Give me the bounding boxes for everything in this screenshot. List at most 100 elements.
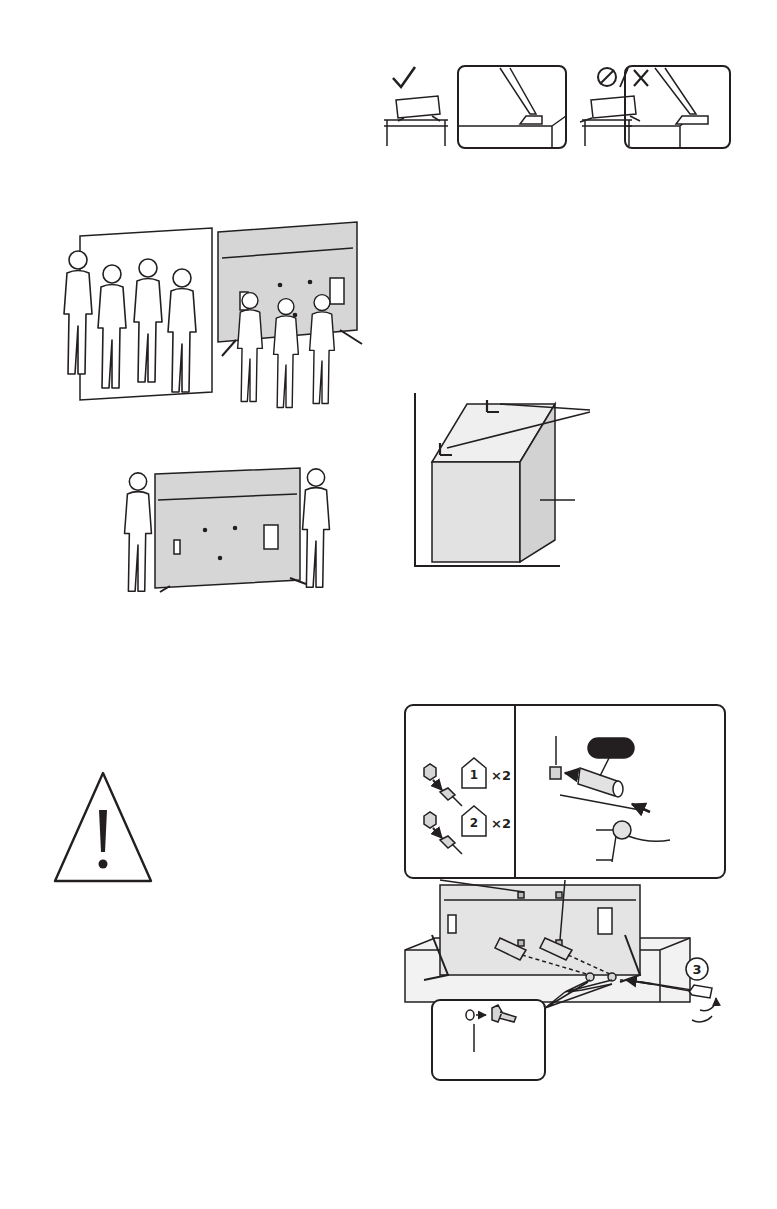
carry-large-tv [330, 278, 344, 304]
anchoring-parts [555, 736, 557, 765]
carry-tv-two-people [160, 578, 306, 592]
carry-large-tv [278, 283, 281, 286]
carry-tv-two-people [174, 540, 180, 554]
anchoring-parts [440, 788, 462, 806]
cabinet-wall-anchor [447, 404, 590, 448]
tv-on-cabinet [518, 892, 524, 898]
cabinet-wall-anchor [432, 462, 520, 562]
anchoring-parts [424, 764, 436, 780]
carry-tv-two-people [234, 527, 237, 530]
carry-large-tv [168, 269, 196, 392]
carry-large-tv [134, 259, 162, 382]
quantity-label: ×2 [491, 817, 511, 830]
tv-on-cabinet [608, 973, 616, 981]
incorrect-placement [580, 66, 730, 148]
carry-large-tv [238, 293, 263, 402]
correct-placement [458, 116, 566, 148]
correct-placement [384, 66, 566, 148]
correct-placement [458, 66, 566, 148]
tv-on-cabinet [440, 880, 565, 940]
correct-placement [393, 67, 415, 87]
quantity-label: ×2 [491, 769, 511, 782]
screw-detail [432, 1000, 545, 1080]
step-circle [686, 958, 708, 980]
tv-on-cabinet [444, 899, 636, 901]
screw-detail [545, 982, 612, 1008]
screw-detail [432, 982, 612, 1080]
cabinet-wall-anchor [415, 393, 590, 566]
tv-on-cabinet [522, 955, 612, 975]
anchoring-parts [613, 781, 623, 797]
anchoring-parts [560, 795, 640, 810]
warning-symbol [99, 810, 107, 852]
anchoring-parts [405, 705, 725, 878]
correct-placement [384, 120, 448, 146]
tv-on-cabinet [518, 940, 524, 946]
correct-placement [520, 116, 542, 124]
part-number: 1 [470, 769, 478, 781]
anchoring-parts [565, 773, 578, 775]
anchoring-parts [612, 836, 670, 862]
tv-on-cabinet [626, 980, 652, 984]
cabinet-wall-anchor [440, 443, 452, 455]
cabinet-wall-anchor [487, 400, 499, 412]
tv-on-cabinet [556, 892, 562, 898]
warning-symbol [55, 773, 151, 881]
carry-tv-two-people [204, 529, 207, 532]
incorrect-placement [625, 66, 730, 148]
correct-placement [398, 116, 440, 121]
carry-large-tv [222, 248, 353, 258]
incorrect-placement [598, 68, 616, 86]
carry-tv-two-people [303, 469, 330, 587]
tv-on-cabinet [440, 885, 640, 975]
carry-large-tv [64, 222, 362, 407]
carry-large-tv [293, 313, 296, 316]
anchoring-parts [433, 780, 442, 790]
tv-on-cabinet [495, 938, 572, 960]
anchoring-parts [440, 836, 462, 854]
tv-on-cabinet [424, 935, 640, 982]
carry-tv-two-people [155, 468, 300, 588]
incorrect-placement [676, 116, 708, 124]
warning-symbol [55, 773, 151, 881]
carry-tv-two-people [264, 525, 278, 549]
anchoring-parts [462, 758, 486, 788]
tv-on-cabinet [586, 973, 594, 981]
warning-symbol [99, 860, 108, 869]
carry-tv-two-people [158, 494, 297, 500]
screw-detail [492, 1005, 516, 1022]
tv-on-cabinet [598, 908, 612, 934]
incorrect-placement [634, 70, 648, 86]
carry-tv-two-people [219, 557, 222, 560]
tv-on-cabinet [662, 985, 712, 998]
anchoring-parts [550, 767, 561, 779]
screw-detail [466, 1010, 474, 1020]
tv-on-cabinet [700, 998, 716, 1011]
carry-large-tv [308, 280, 311, 283]
anchoring-parts [514, 705, 516, 878]
step-circle [686, 958, 708, 980]
anchoring-parts [588, 738, 634, 758]
carry-large-tv [98, 265, 126, 388]
step-number: 3 [692, 963, 701, 976]
carry-large-tv [274, 299, 299, 408]
incorrect-placement [655, 68, 696, 114]
anchoring-parts [405, 705, 725, 878]
carry-large-tv [80, 228, 212, 400]
anchoring-parts [596, 830, 613, 860]
cabinet-wall-anchor [415, 393, 560, 566]
carry-large-tv [64, 251, 92, 374]
anchoring-parts [632, 804, 650, 812]
carry-large-tv [310, 295, 335, 404]
correct-placement [500, 68, 536, 114]
anchoring-parts [462, 806, 486, 836]
screw-detail [476, 1014, 486, 1016]
incorrect-placement [580, 116, 640, 122]
tv-on-cabinet [448, 915, 456, 933]
incorrect-placement [600, 70, 614, 84]
tv-on-cabinet [692, 1016, 712, 1022]
anchoring-parts [424, 812, 436, 828]
carry-tv-two-people [125, 473, 152, 591]
correct-placement [396, 96, 440, 118]
